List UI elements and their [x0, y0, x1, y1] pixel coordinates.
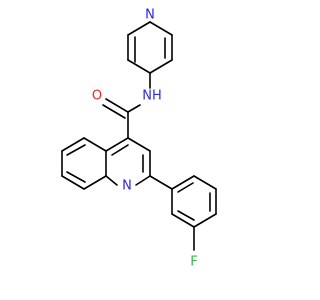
bond [61, 137, 85, 152]
bond [127, 21, 151, 36]
bond [127, 137, 151, 152]
bond [177, 210, 195, 221]
bond [83, 137, 107, 152]
pyridine-ring [127, 21, 173, 74]
bond [127, 59, 151, 74]
quinoline-nitrogen-label: N [122, 179, 132, 194]
bond-nh-carbonyl [127, 104, 141, 113]
fluorine-label: F [190, 255, 197, 270]
bond [149, 59, 173, 74]
bond [193, 175, 217, 190]
bond [83, 175, 107, 190]
bond [66, 144, 86, 156]
fluorophenyl-ring [171, 175, 217, 228]
bond-c-o-2 [102, 104, 126, 119]
bond [177, 182, 194, 193]
pyridine-nitrogen-label: N [145, 8, 155, 23]
bond [135, 175, 151, 186]
bond-c-o-1 [105, 98, 129, 113]
bond [193, 213, 217, 228]
bond [66, 171, 86, 183]
bond [105, 175, 118, 186]
molecule-canvas: N NH O N F [61, 7, 217, 270]
bond [111, 144, 129, 156]
bond [171, 175, 195, 190]
bond [105, 137, 129, 152]
quinoline-benzo-ring [61, 137, 107, 190]
bond-c2-phenyl [149, 175, 173, 190]
bond [171, 213, 195, 228]
amide-nh-label: NH [142, 89, 162, 104]
bond [61, 175, 85, 190]
molecule-structure: N NH O N F [61, 8, 217, 270]
quinoline-hetero-ring [105, 137, 151, 186]
bond [149, 21, 173, 36]
carbonyl-oxygen-label: O [92, 89, 102, 104]
